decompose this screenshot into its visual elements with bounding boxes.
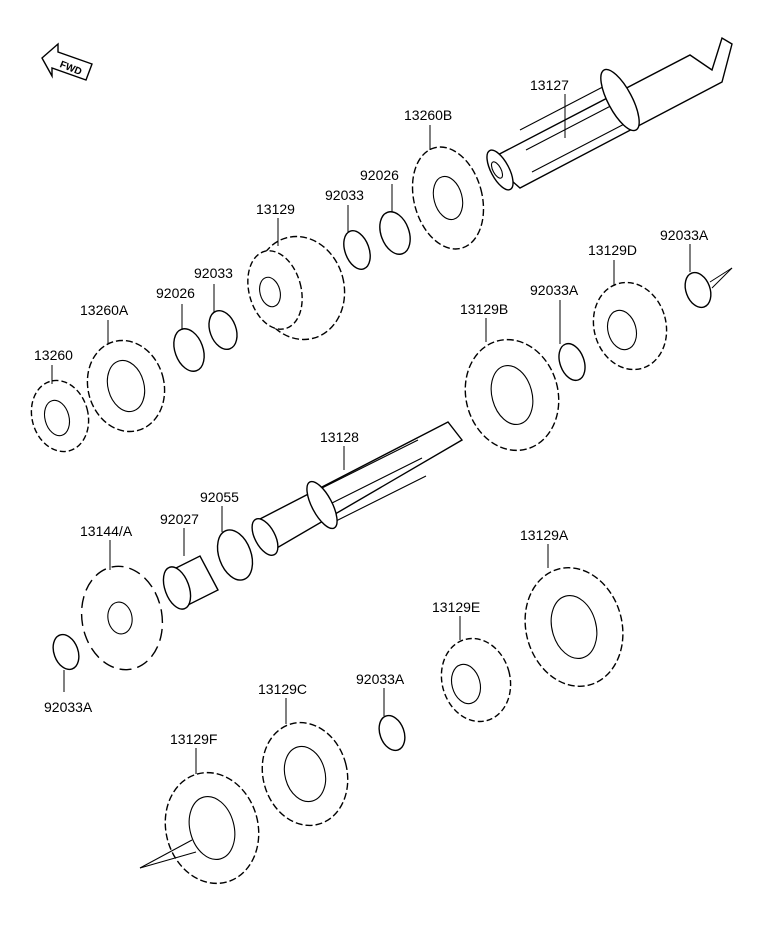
label-13144A: 13144/A	[80, 523, 133, 539]
gear-13260B	[411, 146, 485, 250]
label-13129E: 13129E	[432, 599, 480, 615]
ring-92055	[216, 529, 254, 581]
ring-92033A-right2	[558, 342, 586, 382]
gear-13129B	[464, 338, 560, 452]
bushing-92027	[162, 555, 219, 610]
label-92033A-r1: 92033A	[660, 227, 709, 243]
gear-13129	[247, 235, 346, 341]
label-92033-top: 92033	[325, 187, 364, 203]
ring-92033A-lower	[378, 714, 406, 752]
label-13128: 13128	[320, 429, 359, 445]
gear-13129D	[592, 281, 668, 371]
sprocket-13144A	[80, 565, 164, 671]
label-13127: 13127	[530, 77, 569, 93]
label-13260B: 13260B	[404, 107, 452, 123]
gear-13260A	[86, 339, 166, 433]
ring-92026-top	[379, 211, 411, 255]
label-92033A-r2: 92033A	[530, 282, 579, 298]
part-labels: 13127 13260B 92026 92033 13129 92033 920…	[34, 77, 709, 747]
gear-13129F	[164, 771, 260, 885]
label-92027: 92027	[160, 511, 199, 527]
shaft-13127	[486, 36, 733, 191]
label-13129B: 13129B	[460, 301, 508, 317]
ring-92033A-right1	[684, 271, 712, 309]
shaft-13128	[251, 421, 464, 556]
ring-92033A-left	[52, 633, 80, 671]
label-13129F: 13129F	[170, 731, 217, 747]
ring-92033-mid	[208, 309, 238, 351]
ring-92026-mid	[173, 328, 205, 372]
label-13260: 13260	[34, 347, 73, 363]
label-92055: 92055	[200, 489, 239, 505]
label-92026-mid: 92026	[156, 285, 195, 301]
label-92033A-left: 92033A	[44, 699, 93, 715]
label-92033-mid: 92033	[194, 265, 233, 281]
fwd-arrow-icon: FWD	[41, 42, 93, 81]
label-13129C: 13129C	[258, 681, 307, 697]
label-92033A-lower: 92033A	[356, 671, 405, 687]
leader-lines	[51, 94, 691, 774]
label-13260A: 13260A	[80, 302, 129, 318]
label-92026-top: 92026	[360, 167, 399, 183]
ring-92033-top	[343, 230, 371, 270]
gear-13129C	[261, 721, 349, 827]
gear-13129A	[524, 567, 624, 687]
label-13129: 13129	[256, 201, 295, 217]
label-13129D: 13129D	[588, 242, 637, 258]
gear-13260	[30, 379, 90, 453]
label-13129A: 13129A	[520, 527, 569, 543]
gear-13129E	[440, 637, 512, 723]
